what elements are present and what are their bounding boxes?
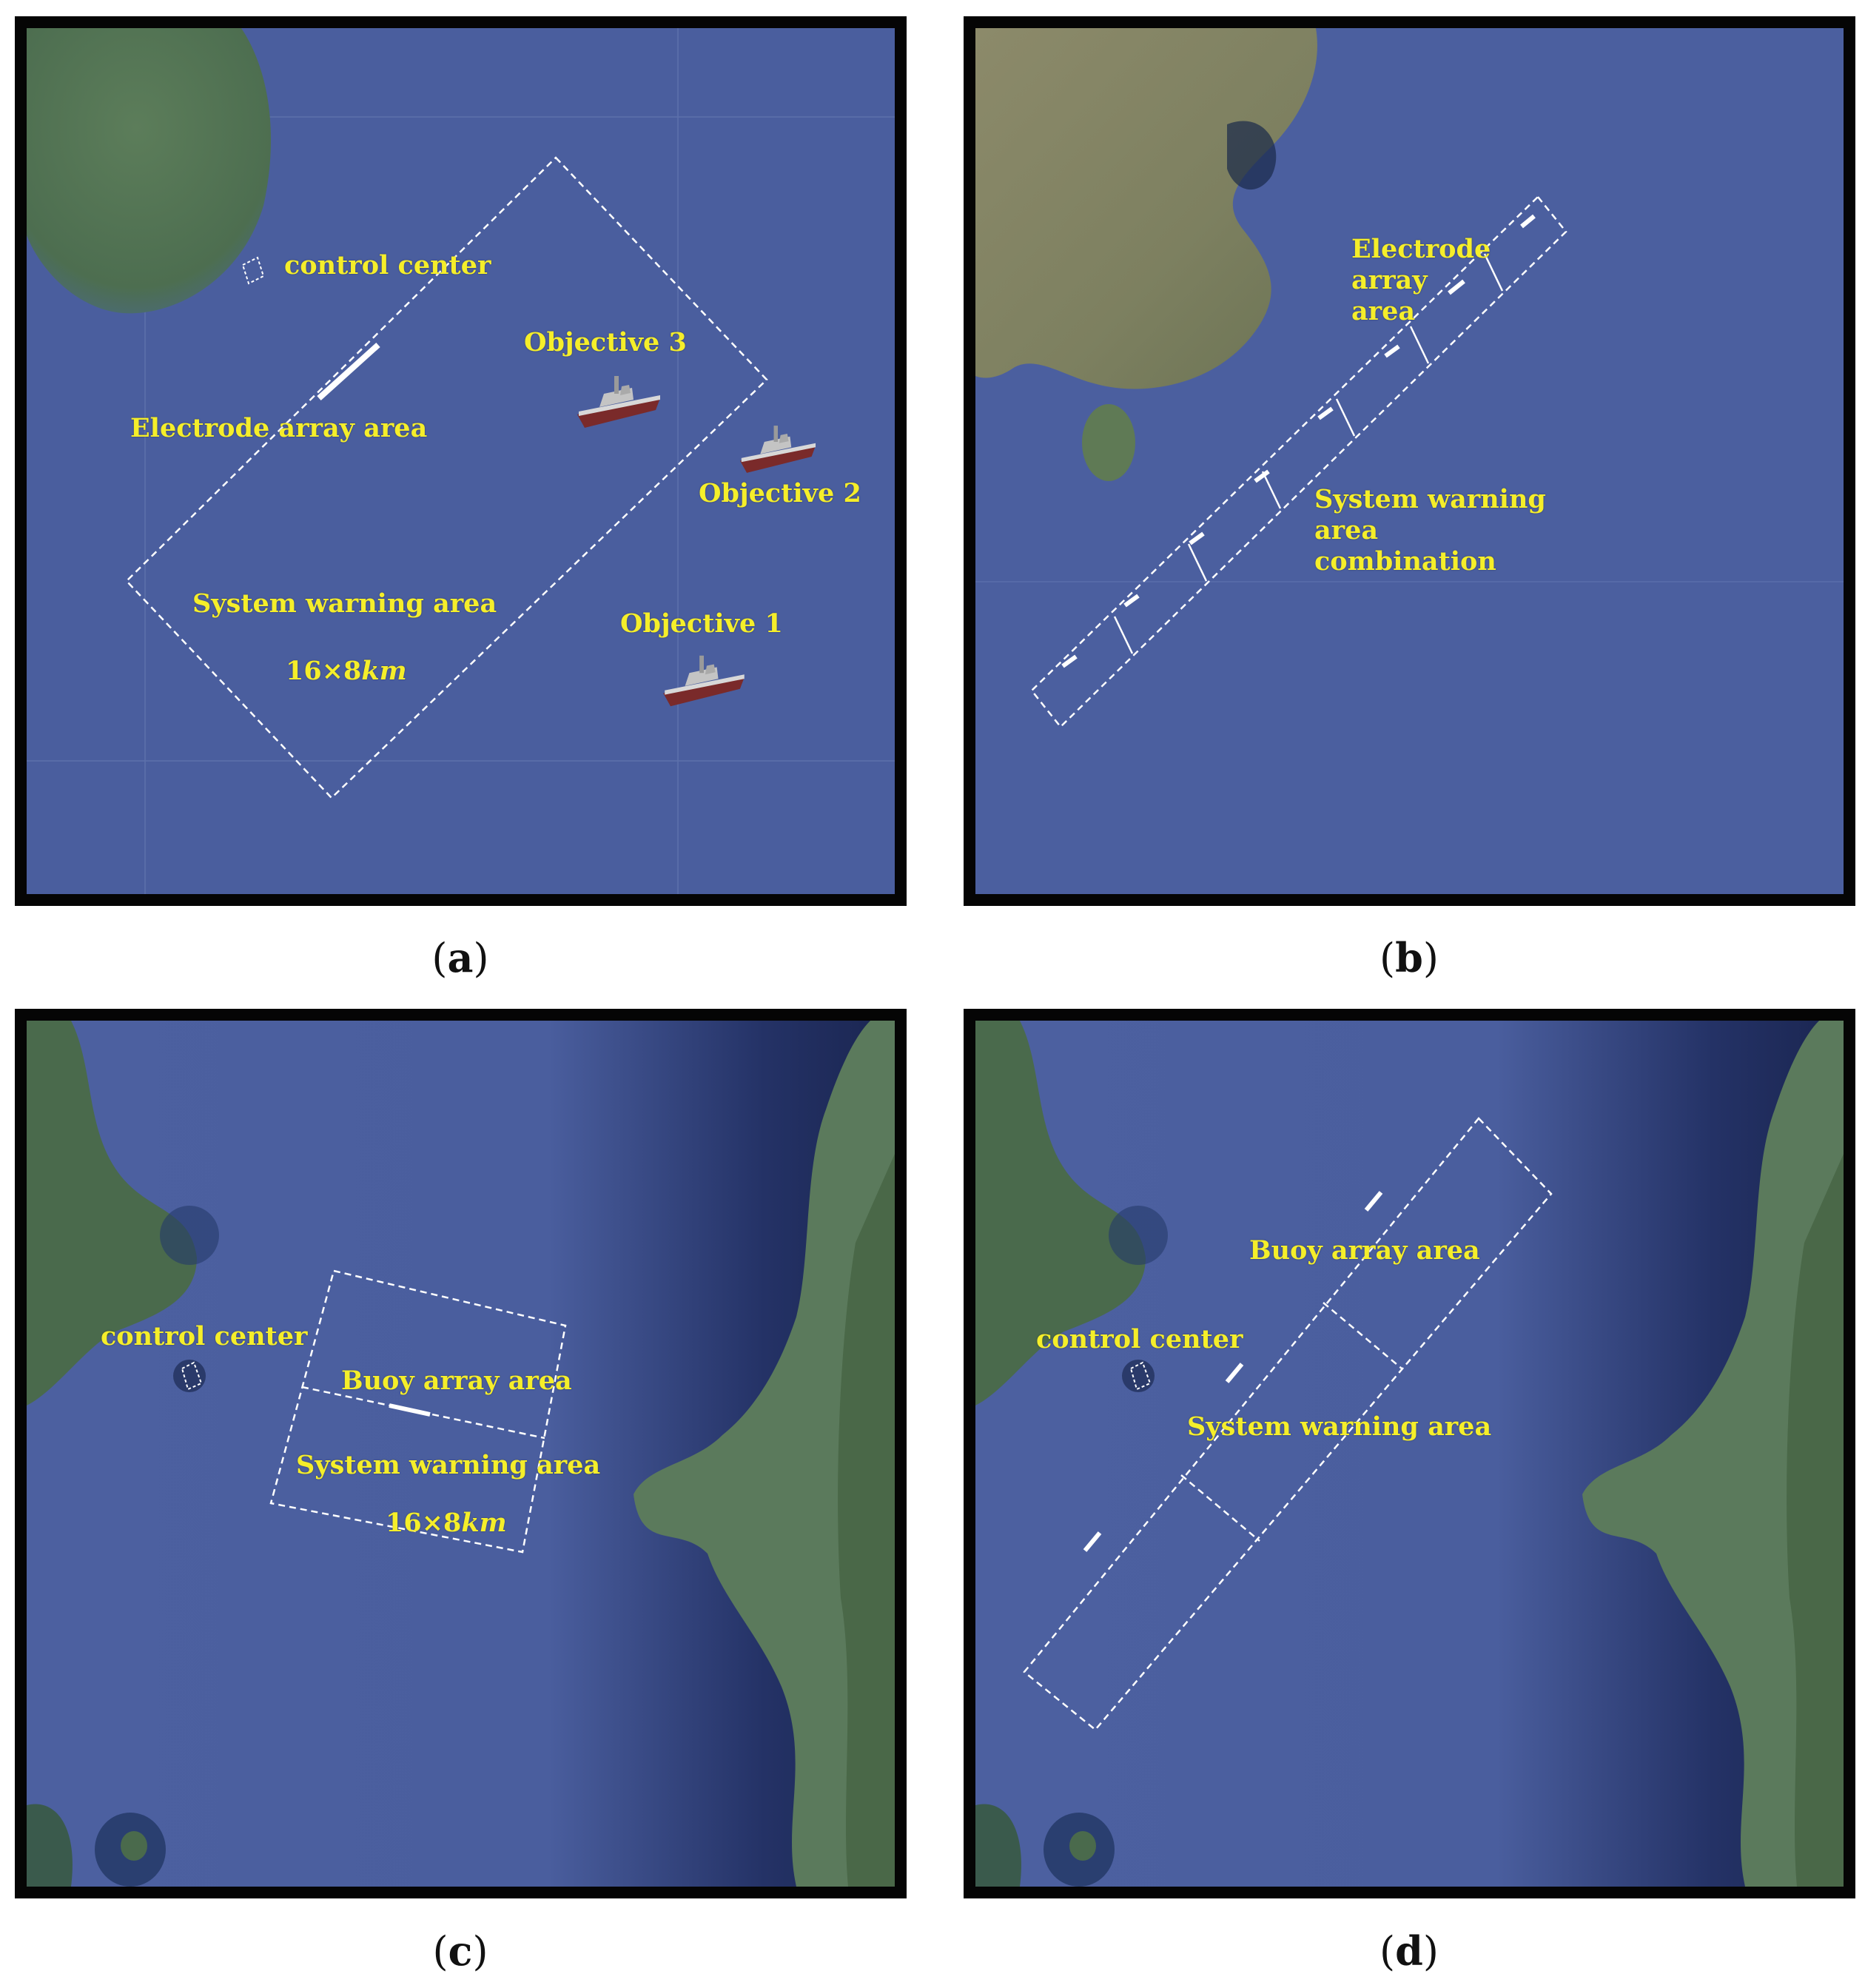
area-divider-lower (1180, 1474, 1260, 1542)
warning-area-outline (125, 156, 768, 799)
warship-icon (577, 376, 660, 428)
caption-b: (b) (1380, 934, 1439, 981)
coastline-land (975, 28, 1317, 389)
island-land (27, 28, 271, 314)
right-coast-land (1582, 1021, 1844, 1887)
control-center-marker (1129, 1361, 1152, 1391)
bottom-islet (121, 1831, 147, 1861)
electrode-array-label: Electrode array area (1351, 234, 1491, 326)
control-center-label: control center (101, 1321, 308, 1351)
warning-combination-label: System warning area combination (1314, 484, 1546, 577)
warship-icon (663, 655, 745, 707)
right-coast-forest (1787, 1154, 1844, 1887)
area-size-number: 16×8 (386, 1508, 462, 1538)
map-c-canvas (27, 1021, 895, 1887)
map-panel-d: control center Buoy array area System wa… (964, 1009, 1855, 1898)
left-coast-land (975, 1021, 1146, 1406)
area-size-label: 16×8km (286, 656, 407, 687)
control-center-label: control center (284, 250, 491, 281)
control-center-marker (241, 256, 265, 285)
warning-area-label: System warning area (296, 1450, 601, 1480)
map-d-canvas (975, 1021, 1844, 1887)
small-island (1082, 404, 1135, 481)
caption-a-letter: a (447, 934, 474, 981)
caption-c: (c) (432, 1927, 488, 1975)
area-size-unit: km (461, 1508, 507, 1538)
control-island (173, 1360, 206, 1392)
control-center-marker (181, 1361, 203, 1391)
warning-area-label: System warning area (192, 588, 497, 619)
map-panel-b: Electrode array area System warning area… (964, 16, 1855, 906)
warning-area-label: System warning area (1187, 1411, 1492, 1442)
buoy-array-label: Buoy array area (1249, 1235, 1480, 1266)
bottom-left-island (27, 1804, 73, 1887)
dark-bay (1227, 121, 1277, 190)
area-divider-upper (1323, 1302, 1402, 1369)
electrode-array-segments (1061, 214, 1536, 668)
warning-area-outline (1023, 1117, 1553, 1731)
area-size-number: 16×8 (286, 656, 362, 686)
caption-a: (a) (431, 934, 489, 981)
warning-combination-outline (1030, 195, 1567, 728)
area-size-unit: km (361, 656, 407, 686)
caption-b-letter: b (1395, 934, 1423, 981)
buoy-array-line (389, 1403, 431, 1417)
segment-dividers (1113, 253, 1504, 654)
control-island (1122, 1360, 1155, 1392)
map-b-canvas (975, 28, 1844, 894)
electrode-array-label: Electrode array area (130, 413, 428, 443)
right-coast-forest (838, 1154, 895, 1887)
objective-2-label: Objective 2 (699, 478, 861, 508)
left-coast-shoal (1109, 1206, 1168, 1265)
buoy-array-label: Buoy array area (341, 1366, 572, 1396)
left-coast-shoal (160, 1206, 219, 1265)
map-panel-a: control center Electrode array area Obje… (15, 16, 907, 906)
warning-area-outline (269, 1269, 567, 1554)
caption-d-letter: d (1395, 1927, 1423, 1975)
caption-c-letter: c (448, 1927, 473, 1975)
caption-d: (d) (1380, 1927, 1439, 1975)
buoy-array-segments (1083, 1191, 1383, 1552)
objective-1-label: Objective 1 (620, 608, 783, 639)
bottom-left-island (975, 1804, 1021, 1887)
left-coast-land (27, 1021, 197, 1406)
map-panel-c: control center Buoy array area System wa… (15, 1009, 907, 1898)
warship-icon (739, 426, 816, 473)
right-coast-land (634, 1021, 895, 1887)
objective-3-label: Objective 3 (524, 327, 687, 357)
area-size-label: 16×8km (386, 1508, 507, 1539)
electrode-array-line (317, 343, 380, 400)
bottom-islet (1069, 1831, 1096, 1861)
control-center-label: control center (1036, 1324, 1243, 1354)
